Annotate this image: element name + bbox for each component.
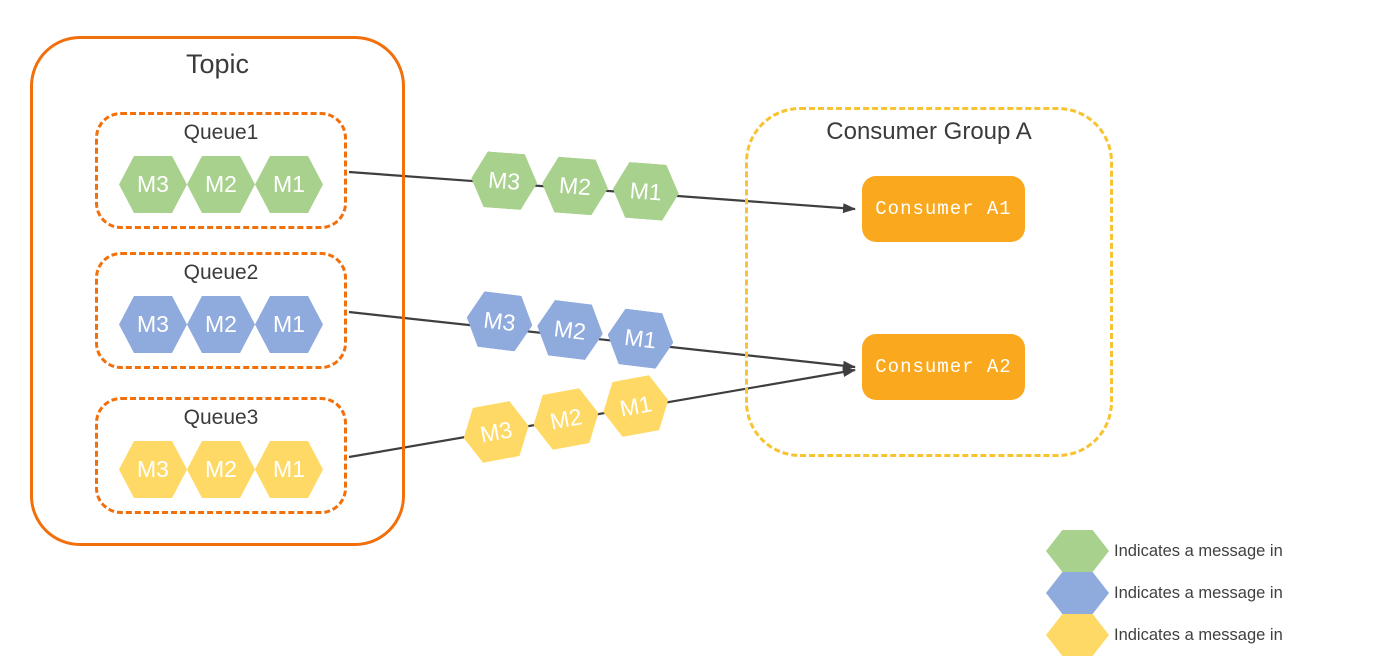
message-hexagon: M2 [187,441,255,498]
message-label: M1 [273,311,305,337]
queue1-title: Queue1 [183,121,259,144]
message-hexagon: M2 [540,156,610,217]
message-label: M1 [617,389,654,422]
message-label: M3 [487,166,522,195]
consumer-a2-node: Consumer A2 [862,334,1025,400]
arrow-queue2-to-consumerA2 [348,310,856,371]
consumer-a2-label: Consumer A2 [875,356,1012,378]
message-label: M1 [273,171,305,197]
message-hexagon: M1 [604,307,676,371]
topic-title: Topic [185,49,250,79]
message-hexagon: M3 [463,290,535,354]
queue2-title: Queue2 [183,261,259,284]
legend-item-blue: Indicates a message in [1046,572,1283,614]
message-hexagon: M3 [119,296,187,353]
queue1-messages: M3 M2 M1 [98,156,344,213]
message-hexagon: M2 [187,156,255,213]
message-label: M2 [552,314,588,345]
consumer-a1-label: Consumer A1 [875,198,1012,220]
message-hexagon: M1 [611,161,681,222]
queue3-title: Queue3 [183,406,259,429]
message-hexagon: M3 [119,441,187,498]
legend-label: Indicates a message in [1114,583,1283,602]
message-hexagon: M2 [187,296,255,353]
message-label: M2 [205,171,237,197]
message-hexagon: M1 [255,441,323,498]
message-label: M3 [137,311,169,337]
queue3-messages: M3 M2 M1 [98,441,344,498]
message-label: M1 [623,323,658,354]
message-label: M2 [547,402,584,435]
message-label: M2 [205,456,237,482]
topic-box: Topic Queue1 M3 M2 M1 Queue2 M3 M2 M1 Qu… [30,36,405,546]
yellow-hexagon-icon [1046,614,1109,656]
message-label: M3 [137,456,169,482]
legend-item-green: Indicates a message in [1046,530,1283,572]
queue3-box: Queue3 M3 M2 M1 [95,397,347,514]
consumer-group-box: Consumer Group A Consumer A1 Consumer A2 [745,107,1113,457]
message-hexagon: M1 [255,296,323,353]
message-label: M1 [628,176,663,205]
queue2-box: Queue2 M3 M2 M1 [95,252,347,369]
message-hexagon: M2 [534,298,606,362]
queue2-messages: M3 M2 M1 [98,296,344,353]
message-hexagon: M1 [598,373,673,440]
message-label: M1 [273,456,305,482]
legend-label: Indicates a message in [1114,625,1283,644]
message-hexagon: M3 [119,156,187,213]
message-hexagon: M3 [469,150,539,211]
message-hexagon: M2 [528,385,603,452]
message-hexagon: M1 [255,156,323,213]
message-label: M2 [558,171,592,200]
consumer-a1-node: Consumer A1 [862,176,1025,242]
message-hexagon: M3 [459,398,534,465]
legend-item-yellow: Indicates a message in [1046,614,1283,656]
queue1-box: Queue1 M3 M2 M1 [95,112,347,229]
consumer-group-title: Consumer Group A [826,118,1032,145]
legend-label: Indicates a message in [1114,541,1283,560]
message-label: M3 [478,415,515,448]
message-label: M3 [482,305,518,336]
arrow-queue3-to-consumerA2 [348,367,856,459]
message-label: M3 [137,171,169,197]
green-hexagon-icon [1046,530,1109,572]
message-label: M2 [205,311,237,337]
blue-hexagon-icon [1046,572,1109,614]
